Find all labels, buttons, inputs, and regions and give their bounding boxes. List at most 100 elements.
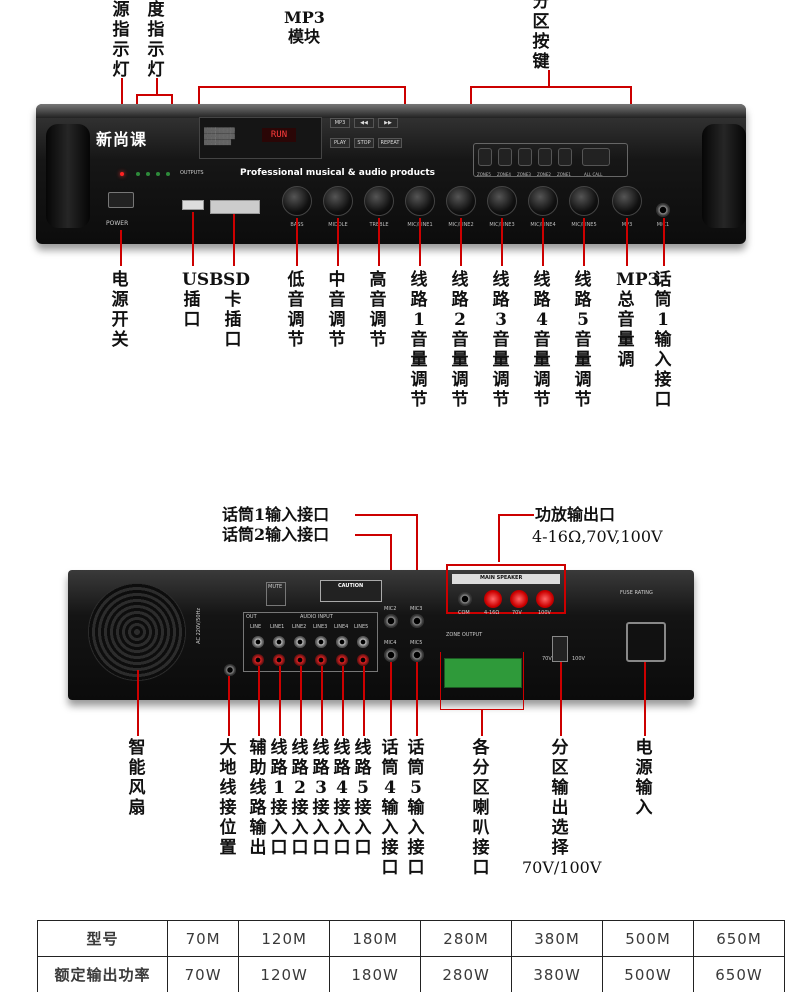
callout-mp3-volume: MP3总音量调 (616, 270, 660, 370)
callout-power-switch: 电源开关 (111, 270, 129, 350)
table-cell: 280M (420, 920, 513, 957)
line5-label: LINE5 (354, 624, 369, 630)
stop-button[interactable]: STOP (354, 138, 374, 148)
right-handle (702, 124, 746, 228)
table-cell: 380M (511, 920, 604, 957)
zone-voltage-switch[interactable] (552, 636, 568, 662)
play-button[interactable]: PLAY (330, 138, 350, 148)
table-row: 型号 70M 120M 180M 280M 380M 500M 650M (37, 920, 785, 957)
line (548, 70, 550, 86)
speaker-com[interactable] (458, 592, 472, 606)
zone4-button[interactable] (498, 148, 512, 166)
line (156, 94, 172, 96)
mp3-volume-knob[interactable] (612, 186, 642, 216)
mic4-jack[interactable] (384, 648, 398, 662)
mic3-label: MIC3 (410, 606, 423, 612)
zone-output-label: ZONE OUTPUT (446, 632, 483, 638)
level-led (146, 172, 150, 176)
rca-line5[interactable] (357, 636, 369, 648)
mp3-mode-button[interactable]: MP3 (330, 118, 350, 128)
line5-knob[interactable] (569, 186, 599, 216)
mic2-jack[interactable] (384, 614, 398, 628)
zone-label: ZONE2 (537, 172, 551, 177)
row-header-model: 型号 (37, 920, 168, 957)
zone-output-terminal-block[interactable] (444, 658, 522, 688)
callout-ground: 大地线接位置 (219, 738, 237, 858)
line (156, 78, 158, 96)
tap-label: 100V (538, 610, 551, 616)
ground-terminal[interactable] (224, 664, 236, 676)
callout-line5-in: 线路5接入口 (354, 738, 372, 858)
level-led (156, 172, 160, 176)
rca-out[interactable] (252, 636, 264, 648)
audio-input-panel (243, 612, 378, 672)
treble-knob[interactable] (364, 186, 394, 216)
mp3-lcd-display: ▒▒▒▒▒▒▒▒▒▒▒▒▒▒▒▒▒▒▒▒▒▒▒ RUN (199, 117, 322, 159)
mute-switch-box (266, 582, 286, 606)
zone2-button[interactable] (538, 148, 552, 166)
zone3-button[interactable] (518, 148, 532, 166)
callout-mic4-in: 话筒4输入接口 (381, 738, 399, 878)
line (198, 86, 406, 88)
tap-label: COM (458, 610, 470, 616)
rca-line2[interactable] (294, 636, 306, 648)
line4-knob[interactable] (528, 186, 558, 216)
fuse-rating-label: FUSE RATING (620, 590, 653, 596)
all-call-button[interactable] (582, 148, 610, 166)
table-cell: 120W (238, 956, 331, 992)
mute-label: MUTE (268, 584, 283, 590)
table-cell: 70W (166, 956, 240, 992)
sd-card-slot[interactable] (210, 200, 260, 214)
line1-knob[interactable] (405, 186, 435, 216)
power-switch[interactable] (108, 192, 134, 208)
rca-line3[interactable] (315, 654, 327, 666)
zone5-button[interactable] (478, 148, 492, 166)
rca-line4[interactable] (336, 654, 348, 666)
rca-line4[interactable] (336, 636, 348, 648)
main-speaker-highlight (446, 564, 566, 614)
rca-line1[interactable] (273, 636, 285, 648)
iec-power-socket[interactable] (626, 622, 666, 662)
rca-line1[interactable] (273, 654, 285, 666)
callout-zone-keys: 分区按键 (532, 0, 550, 72)
speaker-70v-terminal[interactable] (510, 590, 528, 608)
callout-line1-in: 线路1接入口 (270, 738, 288, 858)
rca-line5[interactable] (357, 654, 369, 666)
line2-knob[interactable] (446, 186, 476, 216)
prev-button[interactable]: ◀◀ (354, 118, 374, 128)
mic5-jack[interactable] (410, 648, 424, 662)
callout-level-led: 度指示灯 (147, 0, 165, 80)
rca-line2[interactable] (294, 654, 306, 666)
line3-label: LINE3 (313, 624, 328, 630)
level-led (166, 172, 170, 176)
bass-knob[interactable] (282, 186, 312, 216)
callout-aux-out: 辅助线路输出 (249, 738, 267, 858)
mic3-jack[interactable] (410, 614, 424, 628)
speaker-4-16-terminal[interactable] (484, 590, 502, 608)
zone-output-highlight (440, 652, 524, 710)
repeat-button[interactable]: REPEAT (378, 138, 402, 148)
mic1-jack[interactable] (656, 203, 670, 217)
power-label: POWER (106, 220, 129, 227)
tagline: Professional musical & audio products (240, 168, 435, 178)
callout-line2: 线路2音量调节 (451, 270, 469, 410)
speaker-100v-terminal[interactable] (536, 590, 554, 608)
next-button[interactable]: ▶▶ (378, 118, 398, 128)
callout-mic1: 话筒1输入接口 (654, 270, 672, 410)
usb-port[interactable] (182, 200, 204, 210)
line3-knob[interactable] (487, 186, 517, 216)
tap-label: 70V (512, 610, 522, 616)
caution-label: CAUTION (338, 583, 364, 589)
callout-fan: 智能风扇 (128, 738, 146, 818)
callout-mic5-in: 话筒5输入接口 (407, 738, 425, 878)
zone-select-70v: 70V (542, 656, 552, 662)
rca-out[interactable] (252, 654, 264, 666)
callout-line4: 线路4音量调节 (533, 270, 551, 410)
line1-label: LINE1 (270, 624, 285, 630)
left-handle (46, 124, 90, 228)
zone1-button[interactable] (558, 148, 572, 166)
rca-line3[interactable] (315, 636, 327, 648)
middle-knob[interactable] (323, 186, 353, 216)
callout-power-input: 电源输入 (635, 738, 653, 818)
callout-zone-voltage: 70V/100V (522, 858, 602, 877)
